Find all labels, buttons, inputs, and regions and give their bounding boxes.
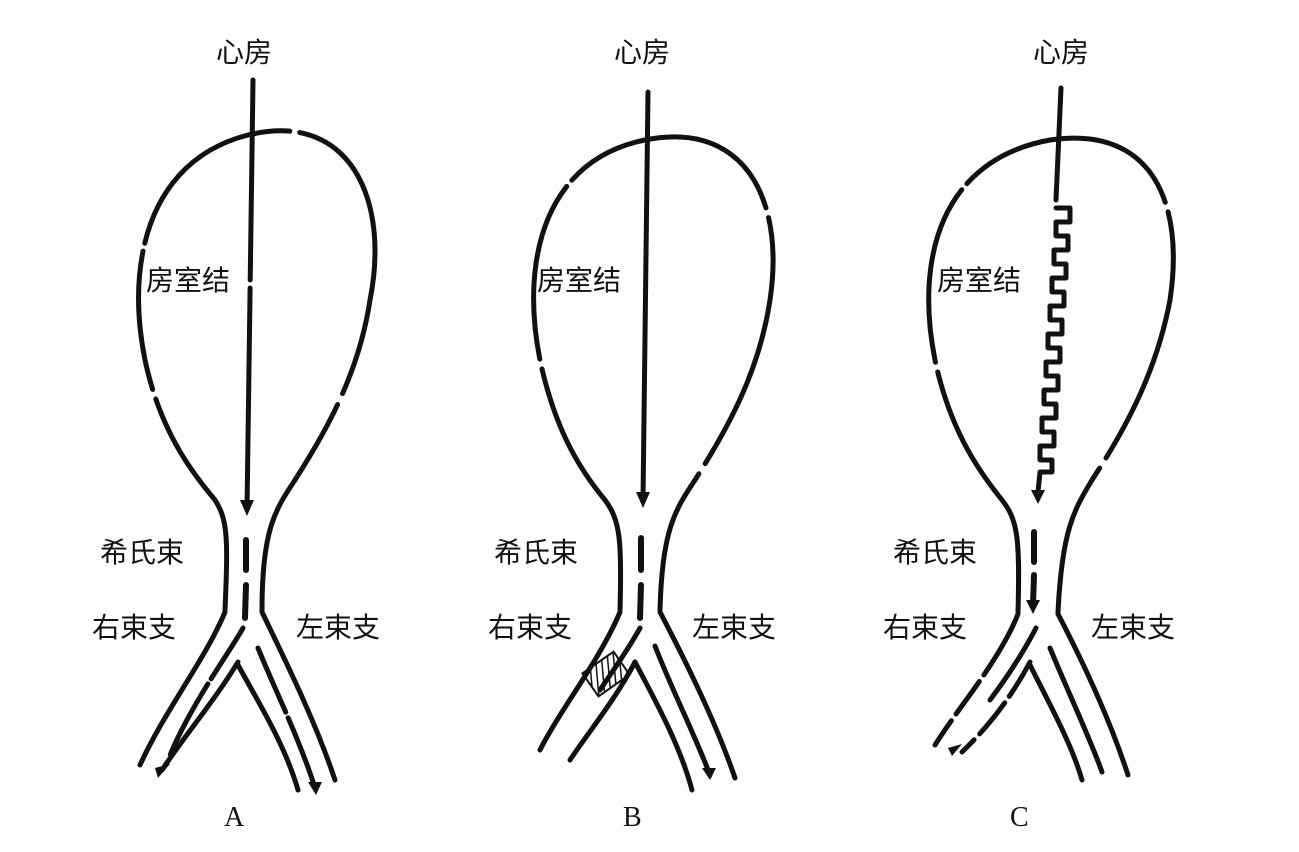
- label-right-bundle-branch: 右束支: [488, 611, 572, 644]
- label-left-bundle-branch: 左束支: [296, 611, 380, 644]
- conduction-path: [640, 89, 651, 503]
- arrowhead: [636, 492, 650, 508]
- av-node-outline: [926, 135, 1176, 615]
- label-av-node: 房室结: [537, 264, 621, 297]
- label-av-node: 房室结: [937, 264, 1021, 297]
- conduction-path: [244, 77, 256, 513]
- label-atrium: 心房: [614, 36, 670, 69]
- panel-a: 心房 房室结 希氏束 右束支 左束支 A: [92, 36, 380, 833]
- av-node-outline: [531, 134, 776, 613]
- right-bundle-branch: [137, 609, 246, 778]
- label-left-bundle-branch: 左束支: [692, 611, 776, 644]
- his-bundle-segment: [242, 582, 249, 621]
- arrowhead: [1026, 600, 1040, 614]
- label-right-bundle-branch: 右束支: [92, 611, 176, 644]
- left-bundle-branch: [235, 609, 338, 795]
- label-atrium: 心房: [1033, 36, 1089, 69]
- panel-c: 心房 房室结 希氏束 右束支 左束支 C: [883, 36, 1176, 833]
- av-node-outline: [136, 128, 378, 613]
- right-bundle-branch: [537, 609, 643, 763]
- label-left-bundle-branch: 左束支: [1091, 611, 1175, 644]
- label-atrium: 心房: [216, 36, 272, 69]
- panel-caption: A: [224, 802, 245, 833]
- panel-caption: B: [623, 802, 642, 833]
- delayed-conduction-zigzag: [1035, 205, 1073, 495]
- arrowhead: [240, 500, 254, 516]
- label-his-bundle: 希氏束: [494, 536, 578, 569]
- panel-caption: C: [1010, 802, 1029, 833]
- left-bundle-branch: [1027, 611, 1131, 783]
- left-bundle-branch: [632, 609, 738, 793]
- his-bundle-segment: [637, 582, 644, 621]
- label-right-bundle-branch: 右束支: [883, 611, 967, 644]
- right-bundle-branch: [932, 611, 1039, 756]
- label-av-node: 房室结: [146, 264, 230, 297]
- panel-b: 心房 房室结 希氏束 右束支 左束支 B: [488, 36, 776, 833]
- arrowhead: [1031, 490, 1045, 504]
- label-his-bundle: 希氏束: [893, 536, 977, 569]
- conduction-path: [1053, 85, 1064, 203]
- block-site: [581, 650, 631, 698]
- label-his-bundle: 希氏束: [100, 536, 184, 569]
